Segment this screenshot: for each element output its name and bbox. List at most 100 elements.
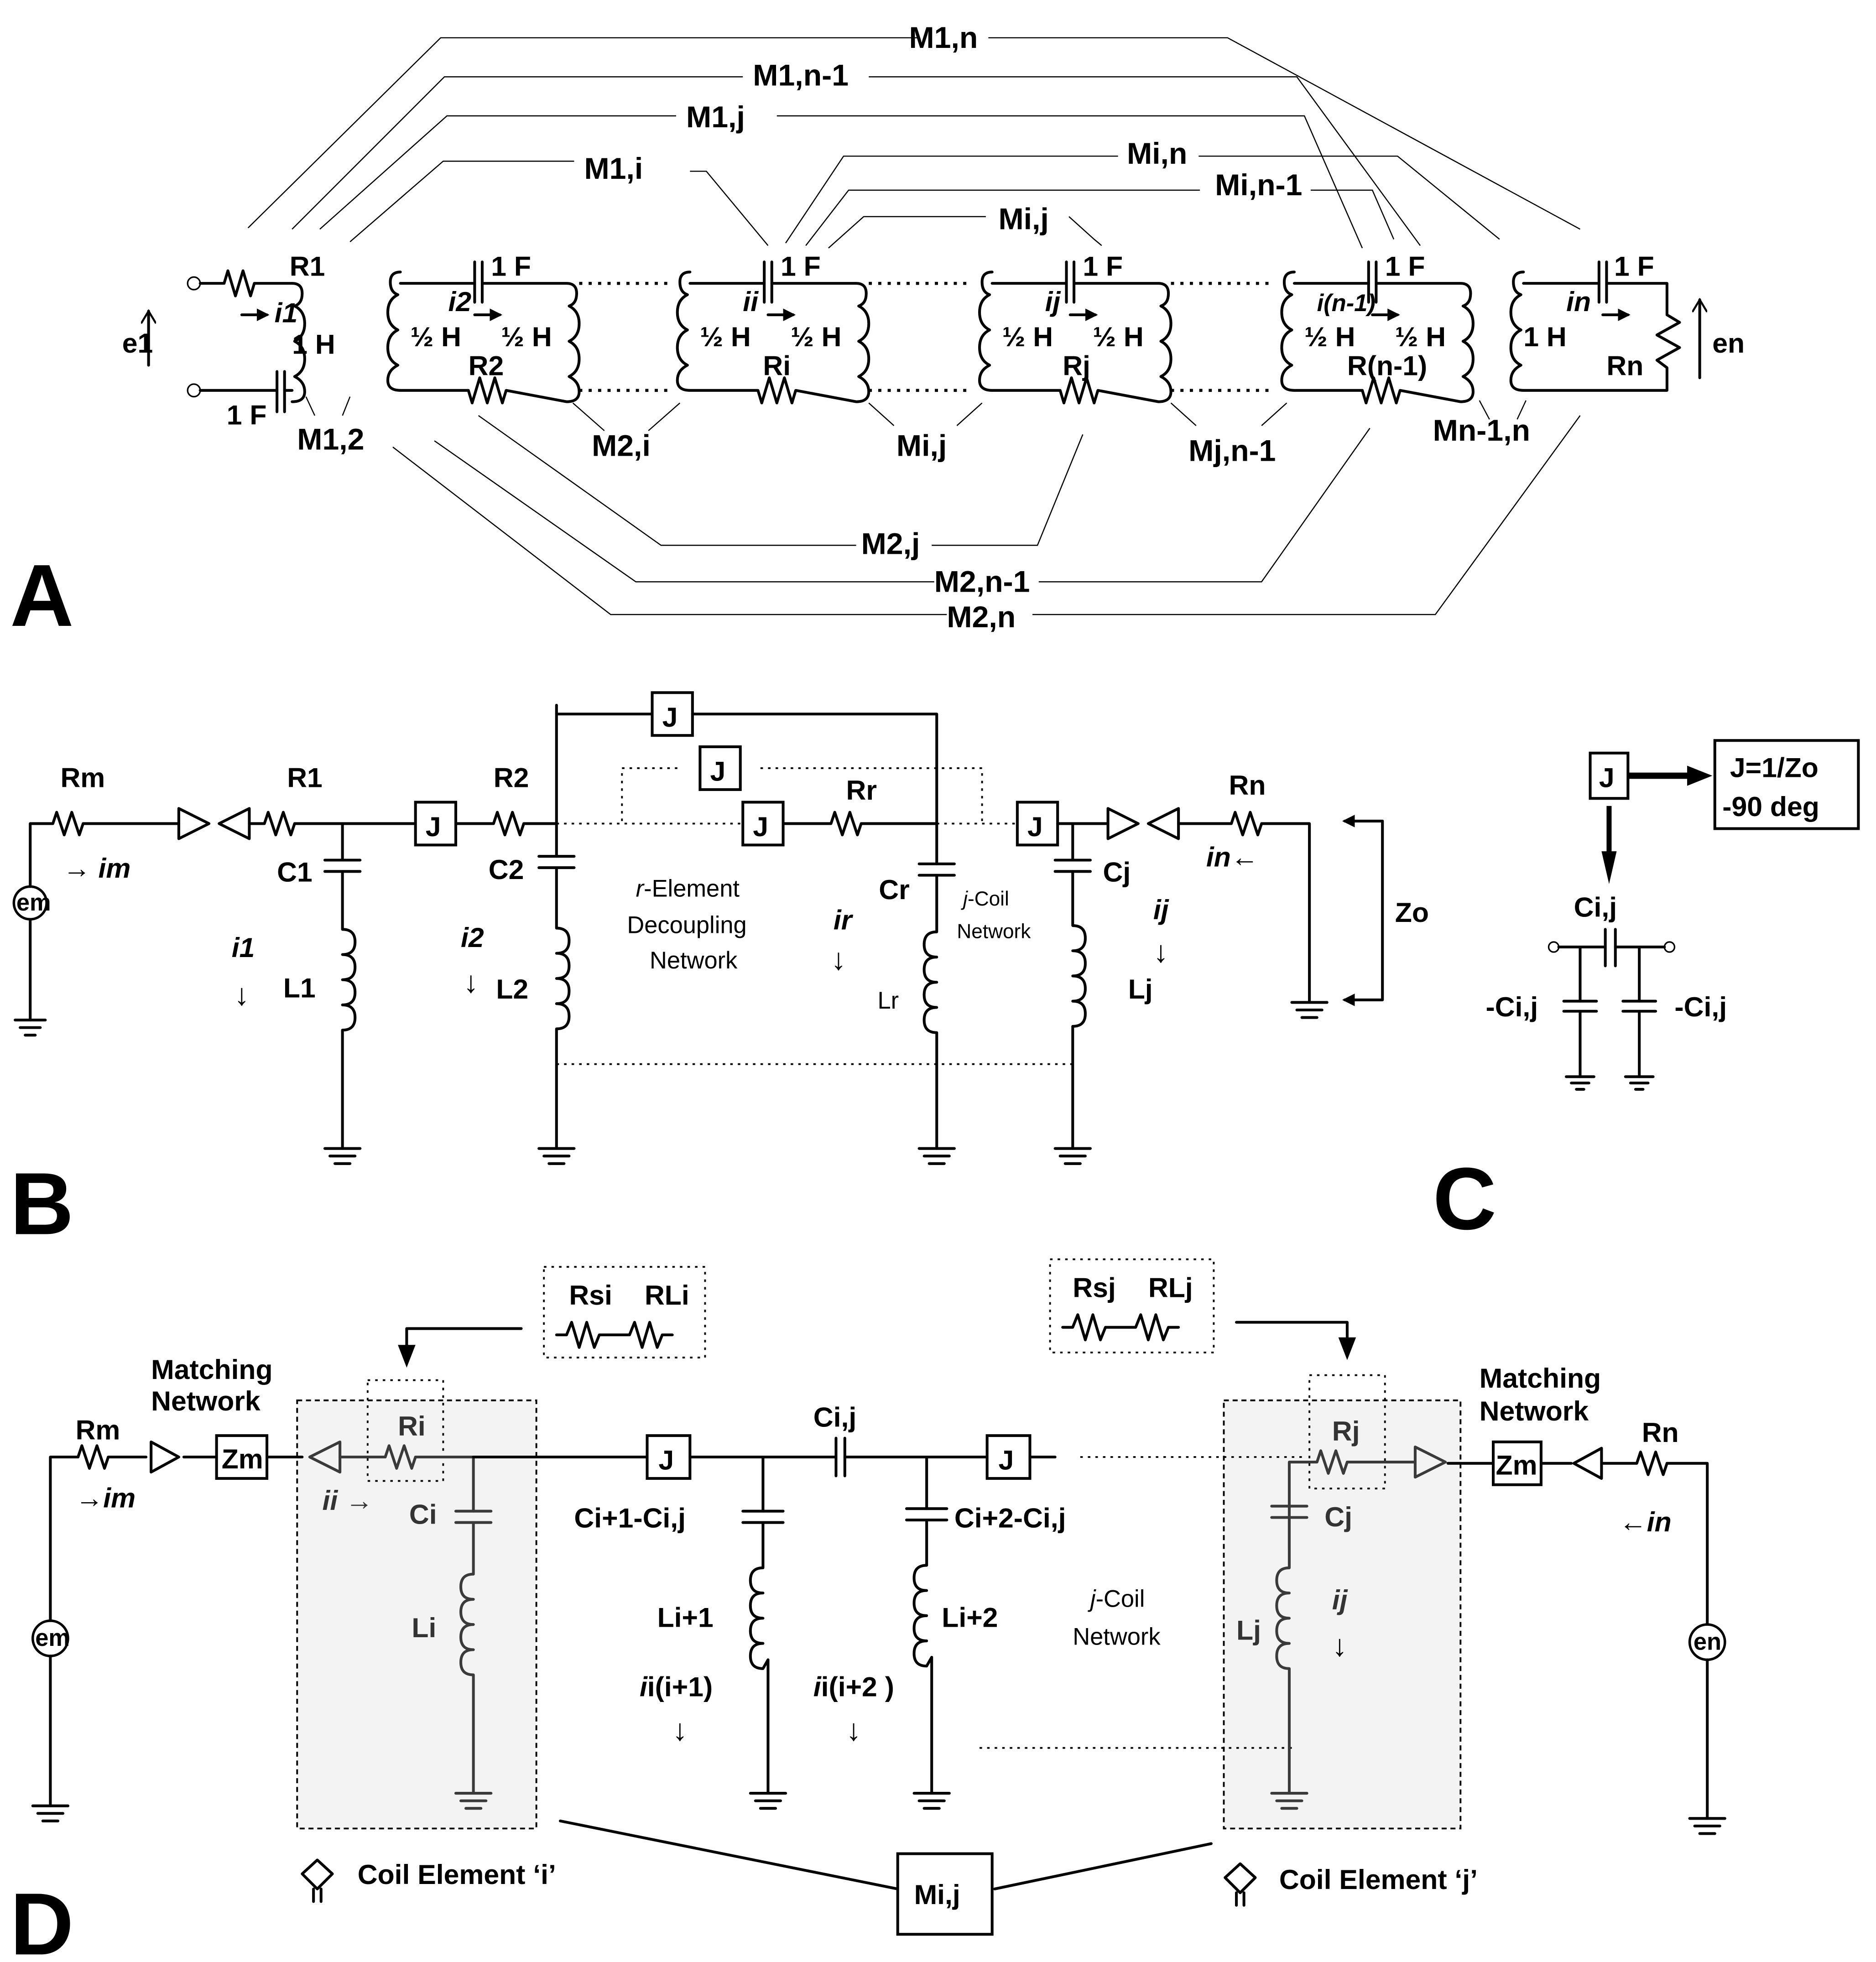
label-rr: Rr: [846, 775, 877, 806]
label-rli: RLi: [645, 1280, 689, 1311]
arrow-down-ir: ↓: [831, 943, 846, 977]
arrow-down-i1-d: ↓: [672, 1713, 688, 1747]
loop-1: e1 R1 i1 1 H 1 F: [122, 251, 335, 431]
inverter-definition-line1: J=1/Zo: [1730, 752, 1819, 783]
inverter-j-d-2-label: J: [998, 1445, 1014, 1476]
source-em-label-d: em: [35, 1625, 70, 1651]
label-half-h-l2: ½ H: [411, 321, 461, 352]
label-neg-cij-right: -Ci,j: [1674, 991, 1727, 1022]
label-rm-d: Rm: [76, 1414, 120, 1445]
mutual-leaders-top: [247, 37, 1581, 249]
label-rsi: Rsi: [569, 1280, 612, 1311]
label-rn-b: Rn: [1229, 770, 1266, 801]
label-li1: Li+1: [657, 1602, 714, 1633]
label-cij-c: Ci,j: [1574, 892, 1617, 923]
arrow-down-i2-d: ↓: [846, 1713, 861, 1747]
label-cij-d: Ci,j: [813, 1402, 856, 1433]
label-i1-b: i1: [232, 932, 255, 963]
label-m2j: M2,j: [861, 527, 920, 561]
zm-right-label: Zm: [1496, 1450, 1537, 1481]
loop-2: 1 F i2 ½ H ½ H R2: [386, 251, 581, 405]
matching-network-zm-left: [215, 1434, 269, 1480]
label-i1: i1: [275, 297, 298, 328]
label-zo: Zo: [1395, 897, 1429, 928]
label-mjn-1: Mj,n-1: [1188, 434, 1276, 468]
matching-network-zm-right: [1492, 1440, 1542, 1486]
label-l1: L1: [283, 972, 316, 1003]
label-m12: M1,2: [297, 423, 364, 457]
coil-i-caption: Coil Element ‘i’: [301, 1858, 556, 1903]
label-mij-bottom: Mi,j: [896, 429, 947, 463]
arrow-down-ij-d: ↓: [1332, 1629, 1347, 1663]
label-i2: i2: [448, 286, 471, 317]
rj-detail-box: [1308, 1374, 1386, 1489]
label-cap-2: 1 F: [491, 251, 531, 282]
panel-d: D em Rm →im Zm Matching Network Ri Ci Li…: [10, 1258, 1726, 1962]
inverter-j-1-label: J: [426, 811, 441, 842]
label-cur-i2: ii(i+2 ): [813, 1671, 894, 1702]
label-li-d: Li: [412, 1612, 436, 1643]
label-rlj: RLj: [1148, 1272, 1193, 1303]
label-rm-b: Rm: [60, 762, 105, 793]
label-ii: ii: [743, 286, 759, 317]
label-lj-d: Lj: [1236, 1614, 1261, 1645]
coil-antenna-icon-j: [1224, 1862, 1257, 1894]
label-ij: ij: [1045, 286, 1061, 317]
label-half-h-ri: ½ H: [791, 321, 841, 352]
label-min-1: Mi,n-1: [1215, 168, 1302, 202]
label-ci-d: Ci: [409, 1499, 437, 1530]
jcoil-text-1: j-Coil: [961, 888, 1009, 910]
label-r1: R1: [290, 251, 325, 282]
label-cap-n: 1 F: [1614, 251, 1654, 282]
inverter-j-right-label: J: [1027, 811, 1043, 842]
coil-antenna-icon-i: [301, 1858, 334, 1890]
loop-n-1: 1 F i(n-1) ½ H ½ H R(n-1): [1280, 251, 1475, 405]
label-m2i: M2,i: [592, 429, 651, 463]
arrow-down-ij: ↓: [1153, 935, 1168, 969]
mutual-mij-label: Mi,j: [914, 1879, 960, 1910]
label-cj-b: Cj: [1103, 856, 1131, 887]
source-en-label-d: en: [1694, 1629, 1721, 1655]
panel-c-label: C: [1433, 1149, 1497, 1248]
label-half-h-lj: ½ H: [1002, 321, 1053, 352]
label-rj-d: Rj: [1332, 1416, 1360, 1447]
panel-a-label: A: [10, 546, 74, 645]
jcoil-d-text-1: j-Coil: [1088, 1586, 1145, 1613]
matching-left-line2: Network: [151, 1385, 261, 1416]
inverter-j-d-1: [646, 1434, 692, 1480]
loop-n: 1 F in 1 H Rn en: [1509, 251, 1745, 392]
label-in: in: [1566, 286, 1591, 317]
label-lr: Lr: [878, 988, 899, 1014]
panel-b-label: B: [10, 1154, 74, 1253]
label-rn-1: R(n-1): [1347, 350, 1427, 381]
panel-c: C J J=1/Zo -90 deg Ci,j -Ci,j -Ci,j: [1433, 739, 1860, 1248]
inverter-j-rr-label: J: [753, 811, 768, 842]
label-c1: C1: [277, 856, 313, 887]
label-i2-b: i2: [461, 922, 484, 953]
label-m2n: M2,n: [947, 600, 1016, 634]
label-ij-d: ij: [1332, 1584, 1348, 1615]
inverter-j-dotted: [698, 745, 742, 791]
label-cap-j: 1 F: [1083, 251, 1123, 282]
mutual-leaders-bottom: [305, 396, 1581, 615]
label-rn: Rn: [1606, 350, 1643, 381]
jcoil-d-text-2: Network: [1073, 1624, 1161, 1650]
label-rj: Rj: [1063, 350, 1090, 381]
loop-i: 1 F ii ½ H ½ H Ri: [676, 251, 870, 405]
label-l2: L2: [496, 973, 528, 1004]
label-cr: Cr: [879, 874, 909, 905]
decoupling-text-2: Decoupling: [627, 912, 746, 939]
label-m1j: M1,j: [686, 100, 745, 134]
label-ii-d: ii →: [322, 1485, 373, 1516]
panel-b: B em Rm → im R1 C1 L1 i1 ↓ J R2 C2 L2: [10, 691, 1429, 1253]
ri-detail-box: [366, 1379, 444, 1482]
label-ri-d: Ri: [398, 1410, 426, 1442]
label-rsj: Rsj: [1073, 1272, 1115, 1303]
loop-j: 1 F ij ½ H ½ H Rj: [978, 251, 1172, 405]
label-r2-b: R2: [494, 762, 529, 793]
label-half-h-rn-1: ½ H: [1395, 321, 1446, 352]
label-rn-d: Rn: [1642, 1417, 1679, 1448]
label-neg-cij-left: -Ci,j: [1485, 991, 1538, 1022]
label-ir: ir: [834, 904, 854, 935]
label-r1-b: R1: [287, 762, 323, 793]
